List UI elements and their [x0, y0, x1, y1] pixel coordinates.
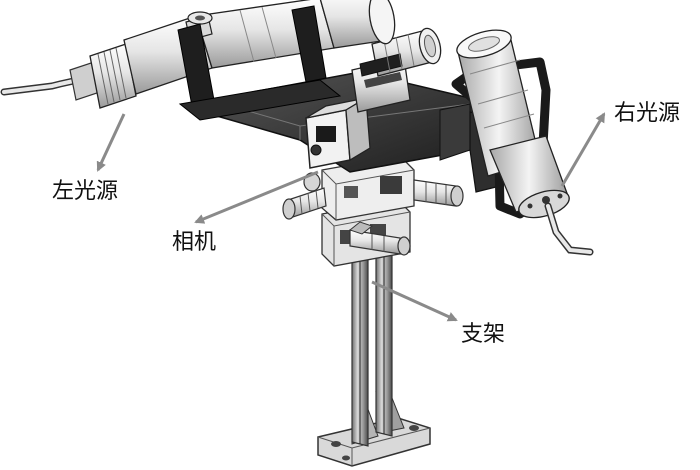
label-right-light: 右光源: [614, 101, 681, 126]
callout-arrows: [96, 112, 606, 322]
right-light-source: [451, 29, 594, 256]
camera: [305, 27, 442, 169]
micrometer-left: [282, 187, 327, 220]
arrow-camera: [194, 170, 319, 224]
left-light-source: [0, 0, 396, 121]
label-camera: 相机: [172, 230, 217, 255]
camera-sensor-icon: [316, 126, 336, 142]
stand: [317, 243, 431, 467]
label-stand: 支架: [461, 322, 506, 347]
label-left-light: 左光源: [52, 179, 119, 204]
micrometer-right-upper: [413, 179, 464, 207]
arrow-left-light: [96, 113, 126, 172]
translation-stage: [282, 155, 464, 267]
arrow-right-light: [560, 112, 606, 187]
micrometer-front: [348, 221, 411, 256]
arrow-stand: [371, 280, 458, 322]
